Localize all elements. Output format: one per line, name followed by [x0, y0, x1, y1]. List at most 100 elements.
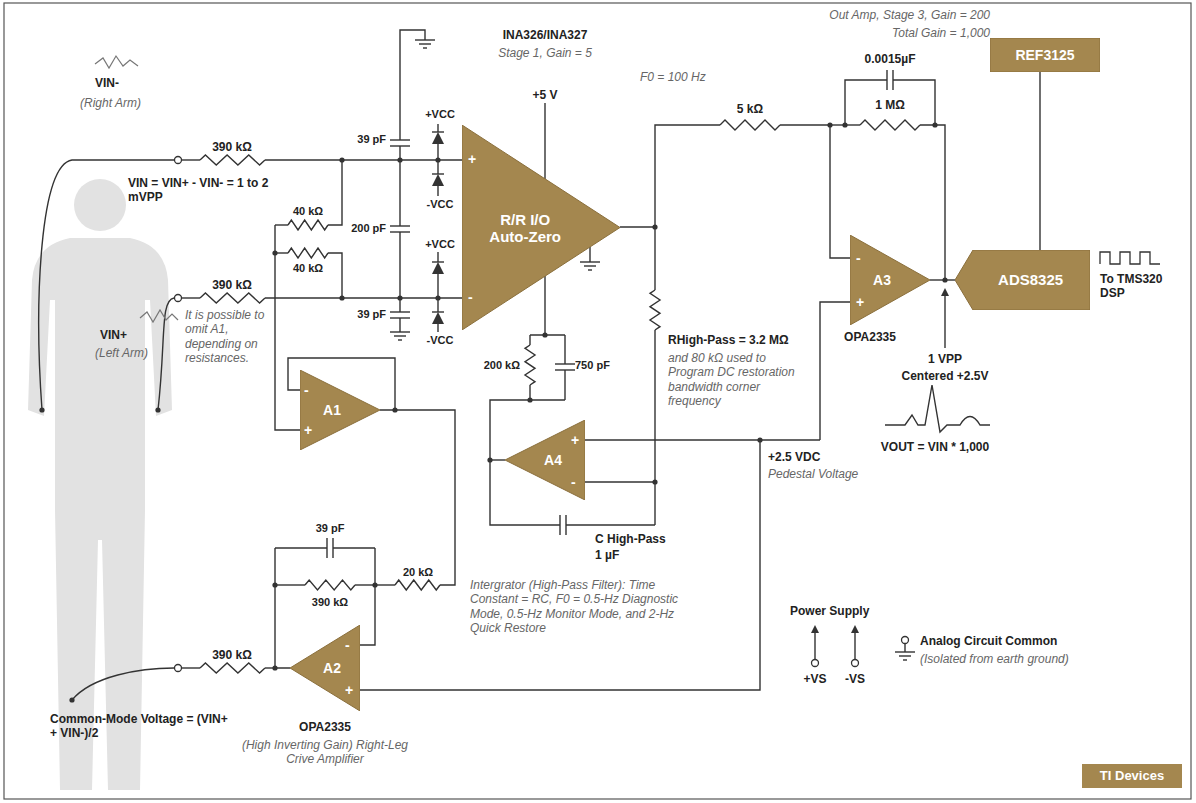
wire — [432, 311, 444, 312]
node-label: A2 — [323, 660, 341, 676]
annotation: 40 kΩ — [293, 205, 323, 218]
wire — [432, 131, 444, 132]
annotation: 20 kΩ — [403, 566, 433, 579]
digital-waveform — [1100, 252, 1160, 264]
annotation: Intergrator (High-Pass Filter): Time Con… — [470, 578, 685, 636]
wire — [555, 363, 575, 364]
node-label: REF3125 — [1015, 47, 1074, 63]
junction-dot — [397, 295, 402, 300]
node-text: A1 — [323, 402, 341, 418]
signal-waveform — [95, 56, 138, 68]
annotation: 39 pF — [357, 308, 386, 321]
resistor-symbol — [288, 248, 328, 258]
pin-sign: - — [304, 383, 309, 397]
wire — [588, 269, 592, 270]
wire — [654, 227, 655, 290]
wire — [265, 297, 462, 298]
annotation: -VS — [845, 672, 865, 686]
connector-wire — [930, 279, 955, 280]
node-shape — [462, 125, 620, 330]
node-text: A2 — [323, 660, 341, 676]
annotation: and 80 kΩ used to Program DC restoration… — [668, 351, 813, 409]
wire — [437, 186, 438, 196]
wire — [899, 655, 911, 656]
pin-sign: - — [571, 475, 576, 489]
node-shape — [955, 250, 1090, 310]
wire — [437, 324, 438, 332]
annotation: 1 VPP — [928, 352, 962, 366]
wire — [895, 651, 915, 652]
node-text: ADS8325 — [998, 271, 1063, 288]
annotation: 39 pF — [316, 522, 345, 535]
annotation: Centered +2.5V — [901, 369, 988, 383]
node-shape — [505, 420, 585, 500]
wire — [580, 261, 600, 262]
annotation: OPA2335 — [299, 720, 351, 734]
reference-box: REF3125 — [990, 38, 1100, 72]
wire — [390, 331, 410, 332]
annotation: It is possible to omit A1, depending on … — [185, 308, 277, 366]
annotation: 0.0015µF — [865, 52, 916, 66]
pin-sign: + — [468, 152, 476, 166]
annotation: +VCC — [425, 108, 455, 121]
node-shape — [290, 625, 360, 711]
node-label: A3 — [873, 272, 891, 288]
annotation: F0 = 100 Hz — [640, 70, 706, 84]
junction-dot — [339, 157, 344, 162]
wire — [886, 70, 887, 90]
annotation: To TMS320 DSP — [1100, 272, 1180, 301]
resistor-symbol — [200, 155, 265, 165]
body-head — [74, 179, 126, 231]
wire — [589, 247, 590, 262]
wire — [585, 481, 655, 482]
resistor-symbol — [650, 290, 660, 330]
frame — [4, 3, 1191, 799]
annotation: 390 kΩ — [312, 596, 348, 609]
body-silhouette — [28, 238, 172, 790]
junction-dot — [155, 407, 160, 412]
wire — [375, 584, 395, 585]
wire — [275, 548, 290, 668]
wire — [399, 160, 400, 226]
annotation: (Isolated from earth ground) — [920, 652, 1069, 666]
node-shape — [850, 235, 930, 325]
diode-symbol — [432, 262, 444, 274]
wire — [566, 524, 655, 525]
node-text: REF3125 — [1015, 47, 1074, 63]
wire — [820, 302, 850, 440]
wire — [355, 584, 375, 585]
wire — [944, 294, 945, 348]
wire — [854, 631, 855, 660]
wire — [564, 335, 565, 364]
wire — [544, 276, 545, 335]
wire — [655, 125, 720, 227]
wire — [904, 644, 905, 652]
annotation: 39 pF — [357, 133, 386, 146]
wire — [544, 103, 545, 179]
annotation: 1 µF — [595, 548, 619, 562]
annotation: -VCC — [427, 334, 454, 347]
wire — [437, 252, 438, 262]
annotation: +VS — [803, 672, 826, 686]
junction-dot — [842, 122, 847, 127]
node-label: A4 — [544, 452, 562, 468]
node-label: ADS8325 — [998, 271, 1063, 288]
junction-dot — [435, 157, 440, 162]
resistor-symbol — [200, 663, 265, 673]
wire — [380, 410, 455, 585]
wire — [275, 224, 288, 225]
resistor-symbol — [525, 345, 535, 385]
resistor-symbol — [288, 220, 328, 230]
pin-sign: + — [571, 433, 579, 447]
terminal — [175, 295, 182, 302]
arrow-head — [851, 625, 859, 633]
wire — [332, 538, 333, 558]
wire — [398, 339, 402, 340]
annotation: 390 kΩ — [212, 278, 252, 292]
annotation: Pedestal Voltage — [768, 467, 858, 481]
wire — [437, 124, 438, 132]
pin-sign: + — [304, 423, 312, 437]
